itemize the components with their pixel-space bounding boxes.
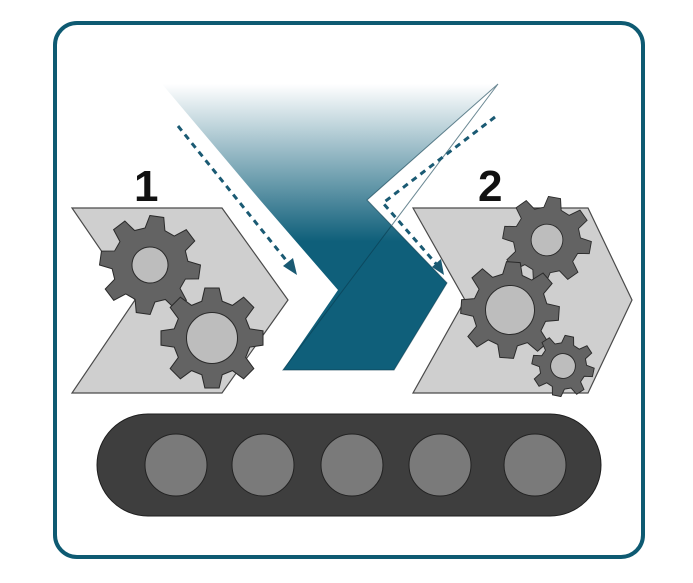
gear-icon bbox=[161, 288, 263, 388]
step-1-label: 1 bbox=[134, 165, 158, 209]
roller bbox=[145, 434, 207, 496]
roller bbox=[321, 434, 383, 496]
roller bbox=[409, 434, 471, 496]
roller bbox=[232, 434, 294, 496]
step-2-label: 2 bbox=[478, 165, 502, 209]
roller bbox=[504, 434, 566, 496]
